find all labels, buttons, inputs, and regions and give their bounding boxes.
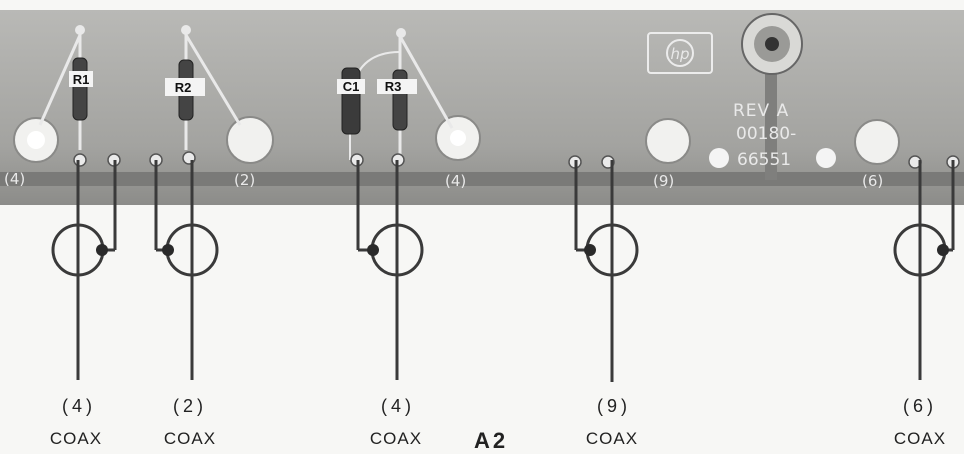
connector-number: (6) [903,396,937,416]
connector-type: COAX [370,429,422,448]
resistor-label: R3 [385,79,402,94]
capacitor-label: C1 [343,79,360,94]
pad-label: (4) [445,172,466,190]
hp-logo: hp [647,32,713,74]
connector-type: COAX [586,429,638,448]
connector-number: (4) [62,396,96,416]
center-trace [765,40,777,180]
connector-type: COAX [894,429,946,448]
coax-dot [584,244,596,256]
solder-pad [645,118,691,164]
ground-trace [0,172,964,186]
coax-dot [162,244,174,256]
resistor-r2: R2 [165,25,242,150]
connector-type: COAX [164,429,216,448]
solder-pad [13,117,59,163]
mounting-hole [816,148,836,168]
pad-label: (4) [4,170,25,188]
connector-number: (9) [597,396,631,416]
revision-text: REV A [733,101,789,121]
connector-label-4: (9) COAX [586,396,638,448]
capacitor-c1: C1 [337,51,401,160]
connector-label-2: (2) COAX [164,396,216,448]
mounting-hole [709,148,729,168]
part-number-line2: 66551 [737,150,791,170]
pad-label: (6) [862,172,883,190]
hp-logo-text: hp [670,45,689,63]
coax-dot [937,244,949,256]
connector-label-1: (4) COAX [50,396,102,448]
connector-label-5: (6) COAX [894,396,946,448]
solder-pad [226,116,274,164]
connector-number: (2) [173,396,207,416]
resistor-label: R1 [73,72,90,87]
resistor-label: R2 [175,80,192,95]
pad-label: (2) [234,171,255,189]
connector-label-3: (4) COAX [370,396,422,448]
part-number-line1: 00180- [736,124,796,144]
coax-dot [96,244,108,256]
coax-dot [367,244,379,256]
solder-pad [435,115,481,161]
assembly-label: A2 [474,428,508,453]
pad-label: (9) [653,172,674,190]
solder-pad [854,119,900,165]
connector-number: (4) [381,396,415,416]
mounting-screw [741,13,803,75]
connector-type: COAX [50,429,102,448]
resistor-r3: R3 [377,28,454,160]
resistor-r1: R1 [38,25,93,150]
